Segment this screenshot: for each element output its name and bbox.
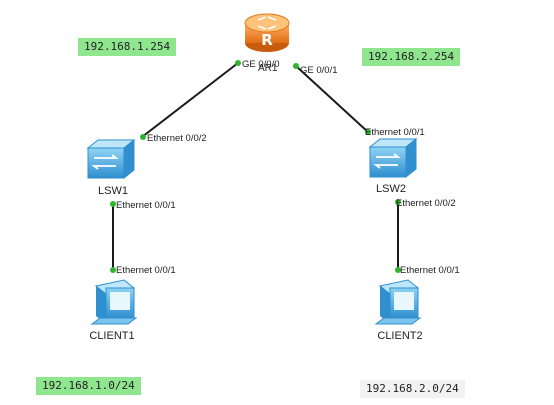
- port-label: GE 0/0/0: [242, 59, 280, 70]
- port-dot: [235, 60, 241, 66]
- switch-icon[interactable]: [86, 138, 136, 180]
- device-label-router: AR1: [258, 63, 278, 74]
- port-dot: [365, 129, 371, 135]
- port-dot: [395, 199, 401, 205]
- subnet-label-net2: 192.168.2.0/24: [360, 380, 465, 398]
- link-ar1-lsw2: [295, 65, 369, 133]
- port-dot: [293, 63, 299, 69]
- port-dot: [110, 267, 116, 273]
- port-dot: [110, 201, 116, 207]
- port-dot: [140, 134, 146, 140]
- device-label-lsw2: LSW2: [376, 183, 406, 195]
- port-label: Ethernet 0/0/1: [116, 265, 176, 276]
- port-label: Ethernet 0/0/1: [365, 127, 425, 138]
- port-dot: [395, 267, 401, 273]
- device-label-client2: CLIENT2: [377, 330, 422, 342]
- device-label-client1: CLIENT1: [89, 330, 134, 342]
- device-label-lsw1: LSW1: [98, 185, 128, 197]
- computer-icon[interactable]: [374, 279, 422, 325]
- port-label: Ethernet 0/0/2: [396, 198, 456, 209]
- port-label: GE 0/0/1: [300, 65, 338, 76]
- port-label: Ethernet 0/0/1: [116, 200, 176, 211]
- computer-icon[interactable]: [90, 279, 138, 325]
- port-label: Ethernet 0/0/1: [400, 265, 460, 276]
- switch-icon[interactable]: [368, 137, 418, 179]
- link-ar1-lsw1: [141, 62, 239, 138]
- gateway-ip-label-net1: 192.168.1.254: [78, 38, 177, 56]
- router-icon[interactable]: R: [244, 13, 290, 52]
- port-label: Ethernet 0/0/2: [147, 133, 207, 144]
- svg-text:R: R: [261, 31, 273, 49]
- gateway-ip-label-net2: 192.168.2.254: [362, 48, 461, 66]
- subnet-label-net1: 192.168.1.0/24: [36, 377, 141, 395]
